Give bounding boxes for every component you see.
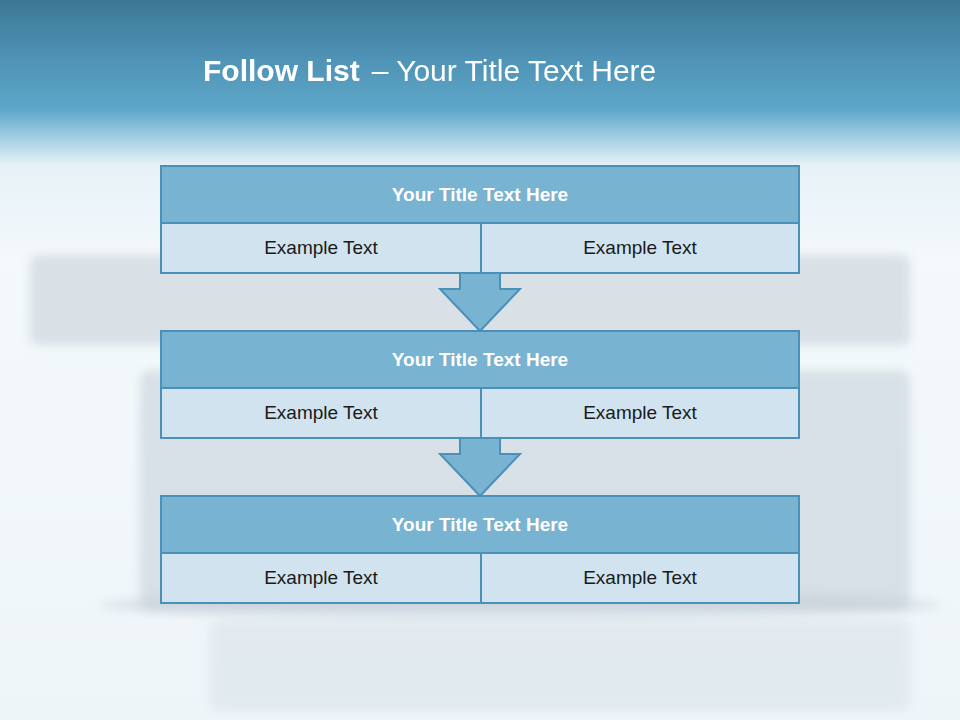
cell-text: Example Text	[264, 237, 378, 259]
cell-text: Example Text	[264, 567, 378, 589]
cell-text: Example Text	[583, 402, 697, 424]
title-subtext: – Your Title Text Here	[372, 54, 657, 88]
list-cell: Example Text	[480, 554, 798, 602]
header-text: Your Title Text Here	[392, 184, 568, 206]
list-cell: Example Text	[162, 224, 480, 272]
header-text: Your Title Text Here	[392, 349, 568, 371]
header-text: Your Title Text Here	[392, 514, 568, 536]
title-bar: Follow List – Your Title Text Here	[203, 54, 656, 88]
group-header: Your Title Text Here	[162, 497, 798, 554]
list-group-box: Your Title Text HereExample Text Example …	[160, 165, 800, 274]
block-arrow	[440, 273, 520, 331]
cell-text: Example Text	[583, 237, 697, 259]
list-group-box: Your Title Text HereExample Text Example …	[160, 495, 800, 604]
list-group-box: Your Title Text HereExample Text Example …	[160, 330, 800, 439]
cell-text: Example Text	[264, 402, 378, 424]
group-header: Your Title Text Here	[162, 167, 798, 224]
group-header: Your Title Text Here	[162, 332, 798, 389]
list-cell: Example Text	[162, 389, 480, 437]
cell-text: Example Text	[583, 567, 697, 589]
list-cell: Example Text	[480, 224, 798, 272]
block-arrow	[440, 438, 520, 496]
list-cell: Example Text	[480, 389, 798, 437]
slide-title: Follow List	[203, 54, 360, 88]
list-cell: Example Text	[162, 554, 480, 602]
